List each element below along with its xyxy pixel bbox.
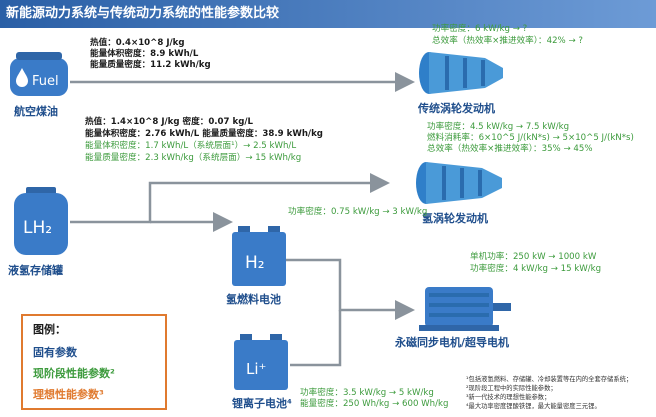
- electric-motor-icon: [419, 287, 511, 331]
- arrow-battery-to-motor: [290, 310, 342, 367]
- legend-item-ideal: 理想性能参数³: [33, 388, 104, 401]
- battery-icon: Li⁺: [234, 334, 288, 390]
- battery-name: 锂离子电池⁴: [232, 397, 292, 410]
- lh2-param-3: 能量体积密度：1.7 kWh/L（系统层面¹）→ 2.5 kWh/L: [85, 141, 297, 151]
- lh2-param-1: 热值：1.4×10^8 J/kg 密度：0.07 kg/L: [85, 117, 253, 127]
- h2turbine-param-2: 燃料消耗率：6×10^5 J/(kN*s) → 5×10^5 J/(kN*s): [427, 133, 634, 143]
- arrow-fuelcell-to-motor: [286, 258, 415, 320]
- h2-turbine-engine-icon: [416, 162, 502, 204]
- footnote-3: ³新一代技术的理想性能参数；: [466, 394, 551, 401]
- footnote-1: ¹包括液氢燃料、存储罐、冷却装置等在内的全套存储系统；: [466, 376, 633, 383]
- legend-item-inherent: 固有参数: [33, 346, 77, 359]
- arrow-lh2-to-h2turbine: [70, 173, 390, 224]
- lh2-name: 液氢存储罐: [8, 264, 63, 277]
- lh2-param-2: 能量体积密度：2.76 kWh/L 能量质量密度：38.9 kWh/kg: [85, 129, 323, 139]
- h2turbine-name: 氢涡轮发动机: [422, 212, 488, 225]
- motor-param-1: 单机功率：250 kW → 1000 kW: [470, 252, 597, 262]
- battery-icon-label: Li⁺: [246, 360, 266, 378]
- turbofan-param-2: 总效率（热效率×推进效率）：42% → ?: [432, 36, 583, 46]
- motor-param-2: 功率密度：4 kW/kg → 15 kW/kg: [470, 264, 602, 274]
- h2turbine-param-3: 总效率（热效率×推进效率）：35% → 45%: [427, 144, 593, 154]
- battery-param-1: 功率密度：3.5 kW/kg → 5 kW/kg: [300, 388, 434, 398]
- fuelcell-param-1: 功率密度：0.75 kW/kg → 3 kW/kg: [288, 207, 428, 217]
- fuel-name: 航空煤油: [14, 105, 58, 118]
- fuel-tank-icon: Fuel: [10, 52, 68, 96]
- fuel-param-2: 能量体积密度：8.9 kWh/L: [90, 49, 199, 59]
- footnote-2: ²现阶段工程中的实际性能参数；: [466, 385, 557, 392]
- fuel-cell-icon: H₂: [232, 226, 286, 286]
- legend-item-current: 现阶段性能参数²: [33, 367, 115, 380]
- turbofan-name: 传统涡轮发动机: [418, 102, 495, 115]
- lh2-param-4: 能量质量密度：2.3 kWh/kg（系统层面）→ 15 kWh/kg: [85, 153, 302, 163]
- turbofan-engine-icon: [419, 52, 503, 94]
- lh2-tank-icon: LH₂: [14, 187, 68, 255]
- h2turbine-param-1: 功率密度：4.5 kW/kg → 7.5 kW/kg: [427, 122, 570, 132]
- turbofan-param-1: 功率密度：6 kW/kg → ?: [432, 24, 528, 34]
- legend-box: 图例： 固有参数 现阶段性能参数² 理想性能参数³: [21, 314, 167, 410]
- footnote-4: ⁴最大功率密度锂酸铁锂，最大能量密度三元锂。: [466, 403, 601, 410]
- fuelcell-name: 氢燃料电池: [226, 293, 281, 306]
- fuel-param-1: 热值：0.4×10^8 J/kg: [90, 38, 185, 48]
- motor-name: 永磁同步电机/超导电机: [395, 336, 510, 349]
- legend-title: 图例：: [33, 323, 66, 336]
- fuelcell-icon-label: H₂: [245, 253, 265, 273]
- fuel-icon-label: Fuel: [32, 74, 59, 89]
- lh2-icon-label: LH₂: [23, 218, 52, 238]
- fuel-param-3: 能量质量密度：11.2 kWh/kg: [90, 60, 211, 70]
- battery-param-2: 能量密度：250 Wh/kg → 600 Wh/kg: [300, 399, 449, 409]
- page-title: 新能源动力系统与传统动力系统的性能参数比较: [0, 0, 656, 28]
